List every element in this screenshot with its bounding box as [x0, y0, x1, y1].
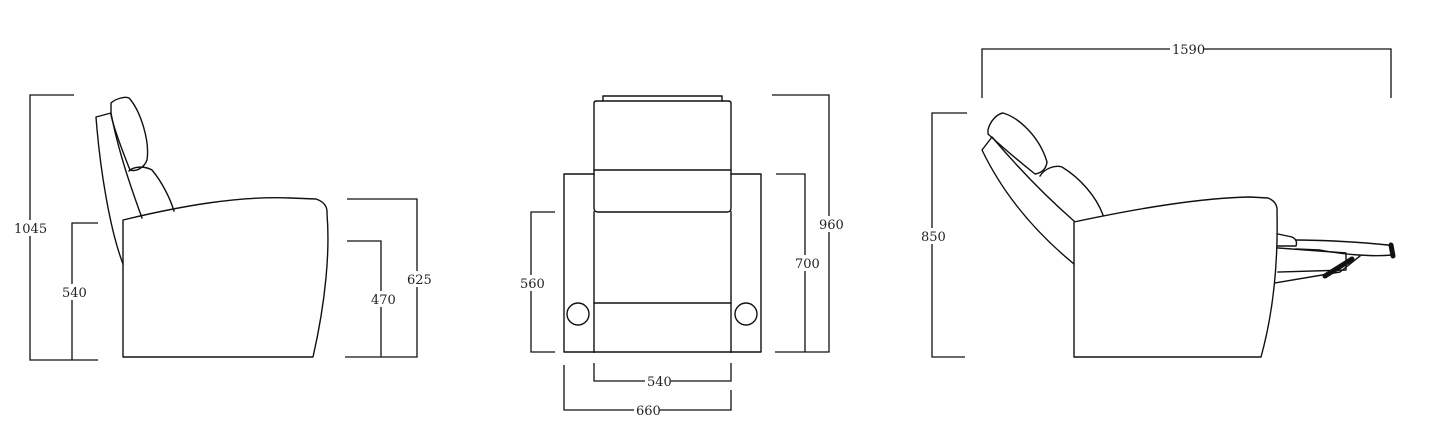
front-seat-inner	[593, 211, 732, 353]
dim-seat-height-label: 540	[62, 286, 87, 301]
label-bg	[817, 216, 843, 232]
reclined-leg-rest-upper	[1277, 233, 1298, 247]
label-bg	[1170, 42, 1204, 57]
dim-arm-height-label: 560	[520, 277, 545, 292]
dim-seat-depth-label: 470	[371, 293, 396, 308]
reclined-view: 1590 850	[919, 42, 1396, 358]
dim-seat-width-label: 540	[647, 375, 672, 390]
label-bg	[793, 255, 819, 271]
front-view: 560 960 700 540 660	[518, 94, 844, 419]
side-chair-body	[122, 197, 329, 358]
dim-line-seat-height	[71, 222, 98, 360]
front-left-arm	[563, 173, 595, 353]
label-bg	[645, 374, 671, 390]
front-backrest	[593, 100, 732, 171]
left-cupholder-icon	[566, 302, 590, 326]
side-view: 1045 540 625 470	[12, 94, 432, 361]
dim-total-height-label: 1045	[14, 222, 47, 237]
dim-line-body-height	[776, 173, 806, 352]
reclined-chair-body	[1073, 196, 1278, 358]
label-bg	[60, 284, 86, 300]
dim-back-height-label: 960	[819, 218, 844, 233]
reclined-chair-backrest	[981, 136, 1075, 265]
dim-body-height-label: 700	[795, 257, 820, 272]
label-bg	[919, 228, 945, 244]
label-bg	[405, 271, 431, 287]
dim-reclined-height-label: 850	[921, 230, 946, 245]
label-bg	[634, 403, 660, 419]
dim-armrest-height-label: 625	[407, 273, 432, 288]
reclined-mechanism-arm	[1274, 255, 1361, 284]
dim-reclined-length-label: 1590	[1172, 43, 1205, 58]
label-bg	[518, 275, 544, 291]
reclined-chair-back-cushion	[1039, 165, 1104, 216]
right-cupholder-icon	[734, 302, 758, 326]
front-back-cushion	[593, 169, 732, 213]
front-top-strip	[602, 95, 723, 102]
reclined-mechanism-bar	[1322, 256, 1355, 279]
side-chair-headrest	[110, 96, 149, 172]
label-bg	[369, 291, 395, 307]
front-right-arm	[730, 173, 762, 353]
side-chair-backrest	[95, 112, 143, 265]
label-bg	[12, 220, 46, 236]
dim-total-width-label: 660	[636, 404, 661, 419]
side-chair-back-cushion	[128, 166, 175, 212]
dim-line-seat-depth	[347, 240, 382, 357]
reclined-chair-headrest	[987, 112, 1048, 175]
reclined-footrest-tip	[1388, 242, 1396, 259]
